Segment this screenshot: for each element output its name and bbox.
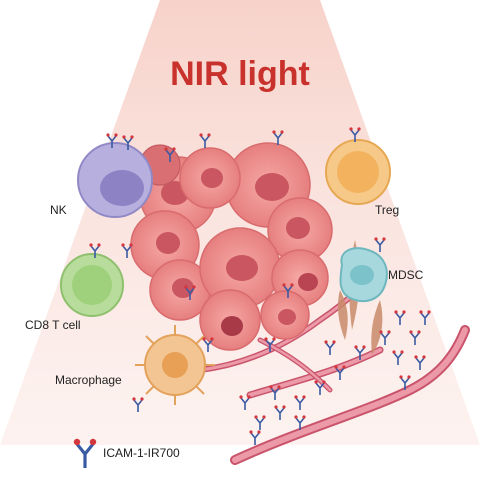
- tumor-cell: [149, 259, 211, 321]
- cd8-t-cell: [60, 253, 124, 317]
- macrophage-label: Macrophage: [55, 373, 122, 387]
- cd8-label: CD8 T cell: [25, 318, 81, 332]
- legend-label: ICAM-1-IR700: [103, 446, 180, 460]
- tumor-cell: [199, 227, 281, 309]
- diagram-title: NIR light: [170, 55, 310, 93]
- treg-cell: [325, 139, 391, 205]
- nir-light-beam: [0, 0, 480, 445]
- mdsc-cell: [339, 247, 388, 303]
- tumor-cell: [267, 197, 333, 263]
- tumor-mass: [130, 142, 333, 351]
- tumor-cell: [260, 290, 310, 340]
- nk-label: NK: [50, 203, 67, 217]
- tumor-cell: [199, 289, 261, 351]
- mdsc-label: MDSC: [388, 268, 424, 282]
- tumor-cell: [179, 147, 241, 209]
- antibody-conjugate-icon: [73, 438, 97, 468]
- treg-label: Treg: [375, 203, 400, 217]
- macrophage-cell: [135, 325, 215, 405]
- nk-cell: [77, 142, 153, 218]
